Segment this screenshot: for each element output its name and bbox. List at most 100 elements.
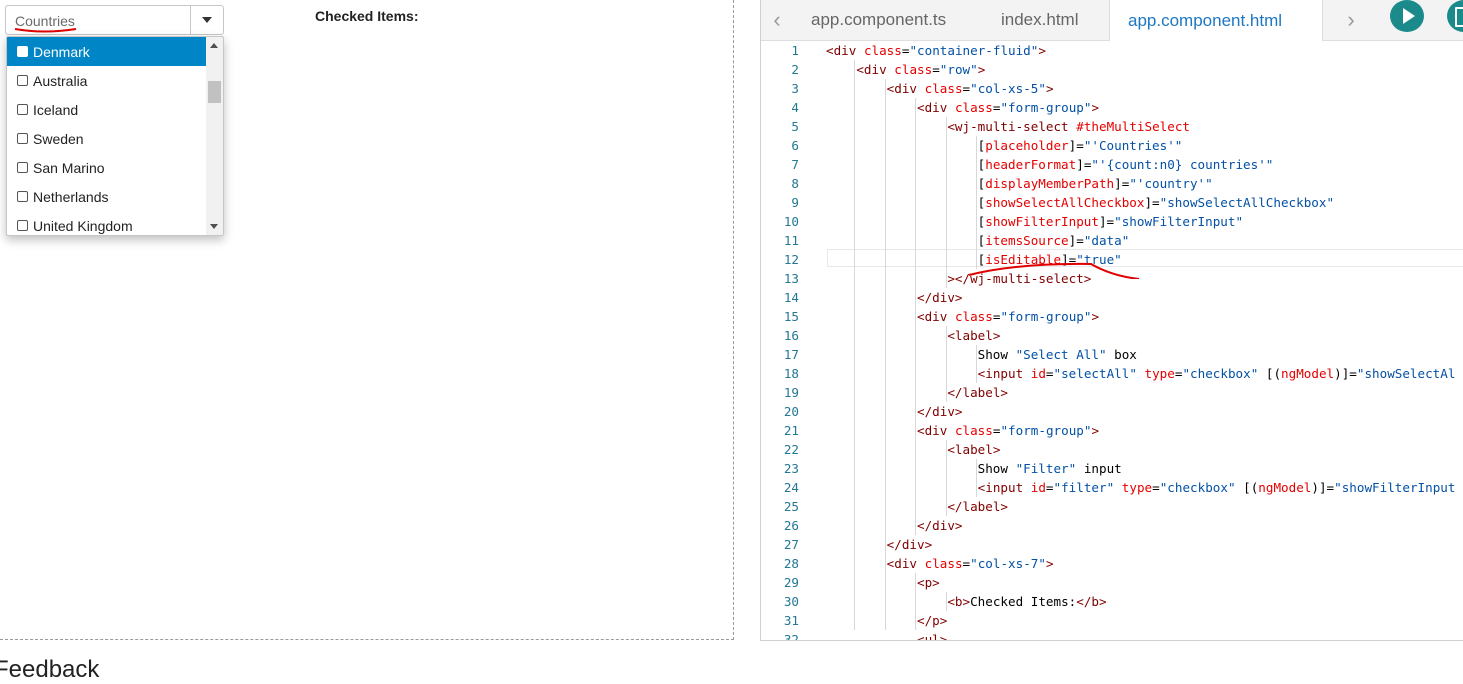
country-option[interactable]: Iceland <box>7 95 207 124</box>
code-line[interactable]: 1<div class="container-fluid"> <box>761 41 1463 60</box>
dropdown-toggle-button[interactable] <box>190 6 223 34</box>
line-number: 28 <box>783 556 799 571</box>
scrollbar-thumb[interactable] <box>208 81 221 103</box>
code-line[interactable]: 25 </label> <box>761 497 1463 516</box>
tab-label: app.component.ts <box>811 10 947 29</box>
code-text: <div class="form-group"> <box>917 423 1100 438</box>
code-text: <div class="row"> <box>856 62 986 77</box>
code-line[interactable]: 29 <p> <box>761 573 1463 592</box>
code-line[interactable]: 6 [placeholder]="'Countries'" <box>761 136 1463 155</box>
code-line[interactable]: 21 <div class="form-group"> <box>761 421 1463 440</box>
code-line[interactable]: 32 <ul> <box>761 630 1463 641</box>
code-line[interactable]: 9 [showSelectAllCheckbox]="showSelectAll… <box>761 193 1463 212</box>
code-line[interactable]: 14 </div> <box>761 288 1463 307</box>
code-line[interactable]: 3 <div class="col-xs-5"> <box>761 79 1463 98</box>
code-line[interactable]: 27 </div> <box>761 535 1463 554</box>
line-number: 12 <box>783 252 799 267</box>
code-line[interactable]: 31 </p> <box>761 611 1463 630</box>
code-line[interactable]: 18 <input id="selectAll" type="checkbox"… <box>761 364 1463 383</box>
chevron-right-icon[interactable]: › <box>1347 7 1355 32</box>
code-line[interactable]: 7 [headerFormat]="'{count:n0} countries'… <box>761 155 1463 174</box>
code-line[interactable]: 8 [displayMemberPath]="'country'" <box>761 174 1463 193</box>
line-number: 10 <box>783 214 799 229</box>
dropdown-scrollbar[interactable] <box>206 37 223 235</box>
option-label: San Marino <box>33 159 105 176</box>
option-checkbox[interactable] <box>17 46 28 57</box>
option-checkbox[interactable] <box>17 162 28 173</box>
line-number: 23 <box>783 461 799 476</box>
code-text: [showFilterInput]="showFilterInput" <box>826 214 1244 229</box>
tab-label: app.component.html <box>1128 10 1283 30</box>
line-number: 21 <box>783 423 799 438</box>
country-option[interactable]: Australia <box>7 66 207 95</box>
code-text: [headerFormat]="'{count:n0} countries'" <box>826 157 1274 172</box>
tab-index-html[interactable]: index.html <box>983 0 1109 40</box>
code-line[interactable]: 24 <input id="filter" type="checkbox" [(… <box>761 478 1463 497</box>
option-label: Netherlands <box>33 188 109 205</box>
country-option[interactable]: San Marino <box>7 153 207 182</box>
code-text: </div> <box>886 537 933 552</box>
code-line[interactable]: 16 <label> <box>761 326 1463 345</box>
code-text: </label> <box>947 385 1008 400</box>
line-number: 20 <box>783 404 799 419</box>
code-line[interactable]: 11 [itemsSource]="data" <box>761 231 1463 250</box>
code-line[interactable]: 10 [showFilterInput]="showFilterInput" <box>761 212 1463 231</box>
code-line[interactable]: 13 ></wj-multi-select> <box>761 269 1463 288</box>
line-number: 4 <box>791 100 799 115</box>
line-number: 29 <box>783 575 799 590</box>
code-line[interactable]: 23 Show "Filter" input <box>761 459 1463 478</box>
indent-guide <box>976 345 977 383</box>
line-number: 5 <box>791 119 799 134</box>
line-number: 14 <box>783 290 799 305</box>
code-text: <ul> <box>917 632 948 641</box>
run-button[interactable] <box>1390 0 1424 32</box>
current-line-highlight <box>827 249 1463 267</box>
play-icon <box>1402 8 1415 24</box>
option-checkbox[interactable] <box>17 220 28 231</box>
countries-multiselect[interactable]: Countries <box>5 5 224 35</box>
code-line[interactable]: 30 <b>Checked Items:</b> <box>761 592 1463 611</box>
code-line[interactable]: 19 </label> <box>761 383 1463 402</box>
option-checkbox[interactable] <box>17 133 28 144</box>
indent-guide <box>945 592 947 611</box>
code-line[interactable]: 15 <div class="form-group"> <box>761 307 1463 326</box>
code-line[interactable]: 2 <div class="row"> <box>761 60 1463 79</box>
country-option[interactable]: Denmark <box>7 37 207 66</box>
code-text: <p> <box>917 575 940 590</box>
line-number: 30 <box>783 594 799 609</box>
indent-guide <box>976 459 977 497</box>
code-line[interactable]: 22 <label> <box>761 440 1463 459</box>
country-option[interactable]: Netherlands <box>7 182 207 211</box>
option-label: Sweden <box>33 130 84 147</box>
country-option[interactable]: Sweden <box>7 124 207 153</box>
line-number: 16 <box>783 328 799 343</box>
code-line[interactable]: 20 </div> <box>761 402 1463 421</box>
red-annotation-underline <box>968 262 1140 279</box>
option-checkbox[interactable] <box>17 104 28 115</box>
code-line[interactable]: 4 <div class="form-group"> <box>761 98 1463 117</box>
code-text: <label> <box>947 328 1001 343</box>
tab-app-component-ts[interactable]: app.component.ts <box>793 0 981 40</box>
code-line[interactable]: 17 Show "Select All" box <box>761 345 1463 364</box>
scroll-down-icon[interactable] <box>210 224 218 229</box>
option-checkbox[interactable] <box>17 75 28 86</box>
multiselect-placeholder: Countries <box>15 13 75 29</box>
line-number: 18 <box>783 366 799 381</box>
code-line[interactable]: 5 <wj-multi-select #theMultiSelect <box>761 117 1463 136</box>
code-line[interactable]: 26 </div> <box>761 516 1463 535</box>
country-option[interactable]: United Kingdom <box>7 211 207 235</box>
code-line[interactable]: 28 <div class="col-xs-7"> <box>761 554 1463 573</box>
line-number: 13 <box>783 271 799 286</box>
chevron-left-icon[interactable]: ‹ <box>773 7 781 32</box>
tab-app-component-html[interactable]: app.component.html <box>1109 0 1323 41</box>
option-checkbox[interactable] <box>17 191 28 202</box>
scroll-up-icon[interactable] <box>210 43 218 48</box>
code-text: <div class="container-fluid"> <box>826 43 1046 58</box>
line-number: 9 <box>791 195 799 210</box>
chevron-down-icon <box>202 17 212 23</box>
code-text: <div class="form-group"> <box>917 309 1100 324</box>
indent-guide <box>945 440 947 516</box>
code-area[interactable]: 1<div class="container-fluid">2 <div cla… <box>761 41 1463 641</box>
zip-download-button[interactable] <box>1447 0 1463 32</box>
